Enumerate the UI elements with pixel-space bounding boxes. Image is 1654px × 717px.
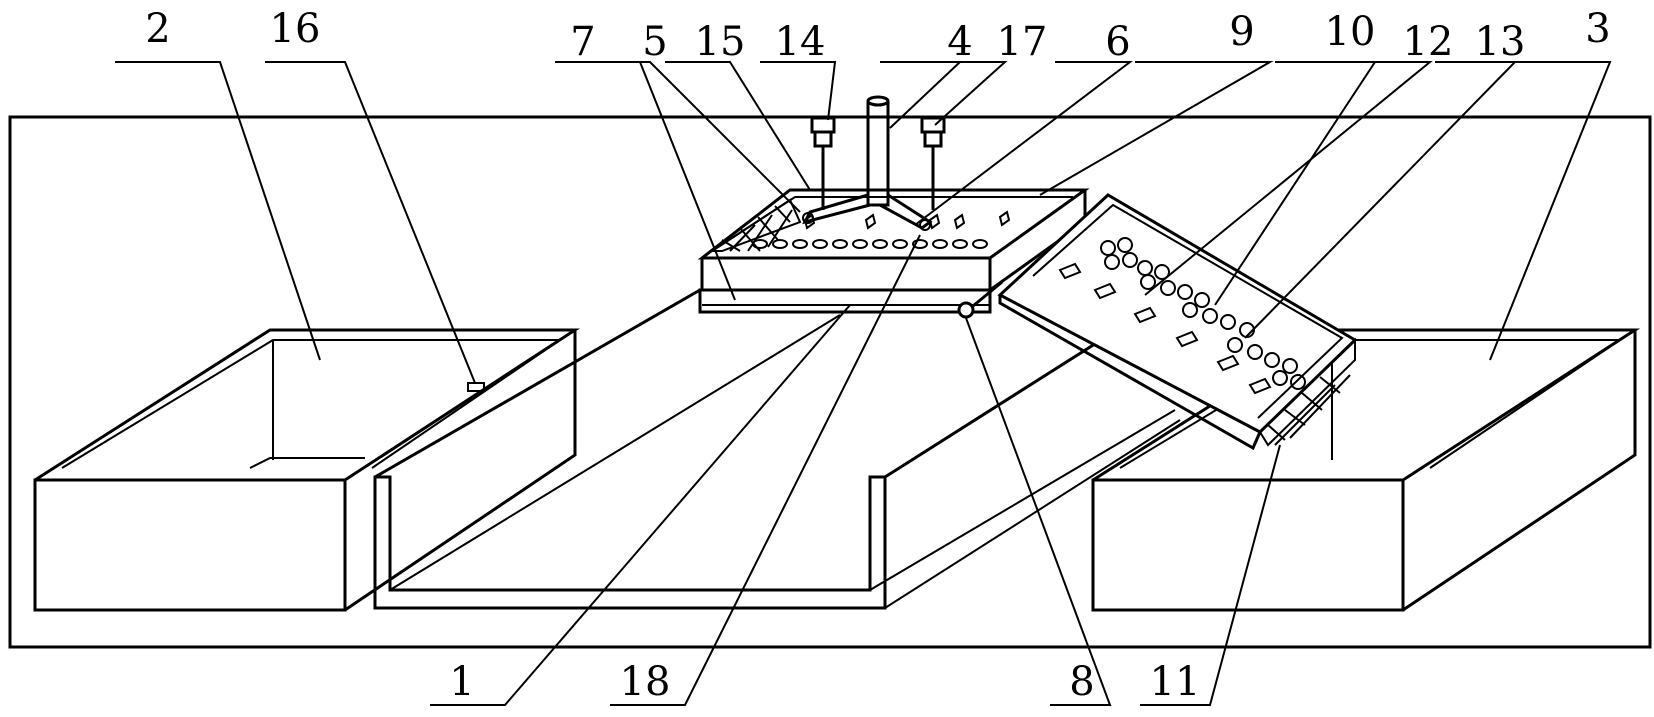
tray-vanes bbox=[803, 210, 1011, 230]
label-7: 7 bbox=[570, 19, 595, 65]
screen-vanes bbox=[1058, 262, 1272, 395]
sprayer-17 bbox=[920, 116, 946, 210]
label-12: 12 bbox=[1403, 19, 1454, 65]
screen-holes bbox=[1100, 237, 1306, 390]
feed-pipe bbox=[802, 95, 933, 231]
label-18: 18 bbox=[620, 659, 671, 705]
label-5: 5 bbox=[642, 19, 667, 65]
hinge bbox=[957, 280, 1003, 319]
label-9: 9 bbox=[1229, 9, 1254, 55]
label-17: 17 bbox=[997, 19, 1048, 65]
tray-mesh bbox=[708, 198, 802, 252]
part-labels: 2 16 7 5 15 14 4 17 6 9 10 12 13 3 1 18 … bbox=[145, 6, 1610, 705]
label-4: 4 bbox=[947, 19, 972, 65]
label-6: 6 bbox=[1105, 19, 1130, 65]
label-11: 11 bbox=[1150, 659, 1201, 705]
label-2: 2 bbox=[145, 6, 170, 52]
tray-holes bbox=[752, 239, 988, 249]
label-16: 16 bbox=[270, 6, 321, 52]
label-14: 14 bbox=[775, 19, 826, 65]
label-10: 10 bbox=[1325, 9, 1376, 55]
leader-lines bbox=[115, 61, 1612, 706]
tilted-screen bbox=[997, 193, 1358, 451]
label-13: 13 bbox=[1475, 19, 1526, 65]
label-1: 1 bbox=[449, 659, 474, 705]
label-8: 8 bbox=[1069, 659, 1094, 705]
screen-mesh bbox=[1258, 337, 1356, 447]
label-3: 3 bbox=[1585, 6, 1610, 52]
sensor-16 bbox=[467, 382, 485, 392]
label-15: 15 bbox=[695, 19, 746, 65]
left-collection-bin bbox=[33, 328, 581, 612]
sprayer-14 bbox=[810, 116, 836, 210]
